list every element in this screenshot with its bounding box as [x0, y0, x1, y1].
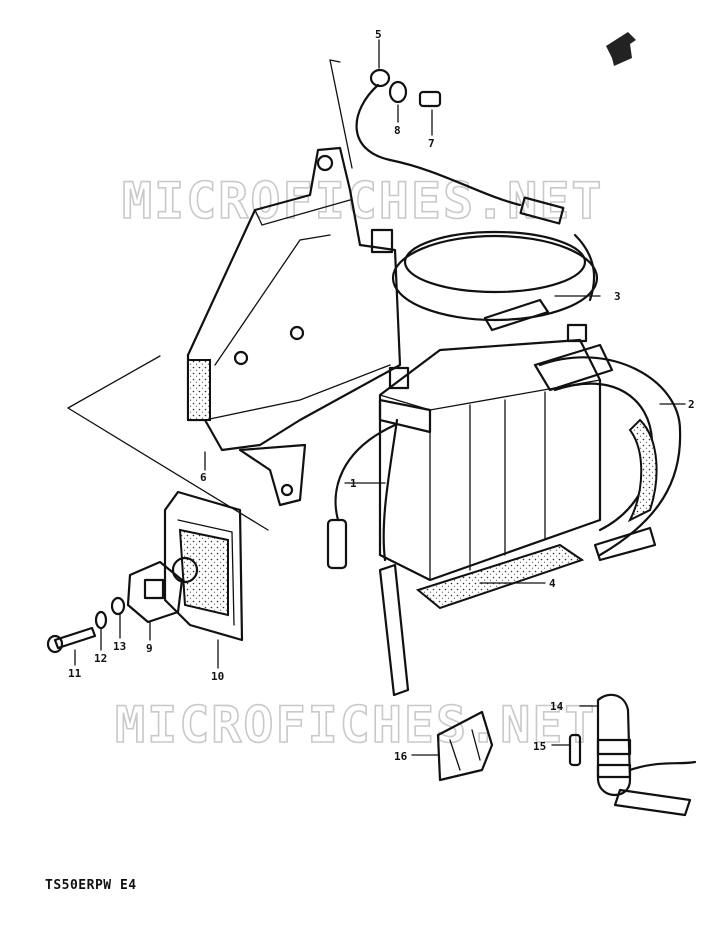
callout-10: 10: [211, 670, 224, 683]
ground-wire: [355, 68, 565, 225]
callout-13: 13: [113, 640, 126, 653]
callout-labels: 5 8 7 3 2 1 4 6 9 10 11 12 13 14 15 16: [68, 28, 695, 763]
callout-11: 11: [68, 667, 82, 680]
callout-6: 6: [200, 471, 207, 484]
callout-16: 16: [394, 750, 408, 763]
callout-1: 1: [350, 477, 357, 490]
callout-3: 3: [614, 290, 621, 303]
leader-lines: [74, 39, 686, 756]
fuse-holder: [568, 693, 697, 817]
mounting-plate: [163, 490, 244, 642]
reference-lines: [67, 59, 353, 531]
fuse-holder-clip: [436, 710, 494, 782]
vent-tube: [326, 418, 410, 697]
watermark-top: MICROFICHES.NET: [122, 172, 604, 230]
clamp-block: [126, 560, 184, 624]
screw-set: [46, 596, 126, 654]
callout-14: 14: [550, 700, 564, 713]
callout-2: 2: [688, 398, 695, 411]
callout-8: 8: [394, 124, 401, 137]
callout-12: 12: [94, 652, 107, 665]
battery: [378, 338, 602, 610]
bolt-and-washer: [388, 80, 442, 108]
diagram-code: TS50ERPW E4: [45, 878, 137, 893]
corner-arrow-icon: [606, 32, 636, 66]
callout-9: 9: [146, 642, 153, 655]
long-strap: [533, 323, 682, 562]
callout-4: 4: [549, 577, 556, 590]
watermark-bottom: MICROFICHES.NET: [115, 696, 597, 754]
callout-15: 15: [533, 740, 546, 753]
battery-strap-ring: [391, 230, 599, 332]
callout-5: 5: [375, 28, 382, 41]
callout-7: 7: [428, 137, 435, 150]
battery-bracket: [186, 146, 402, 507]
